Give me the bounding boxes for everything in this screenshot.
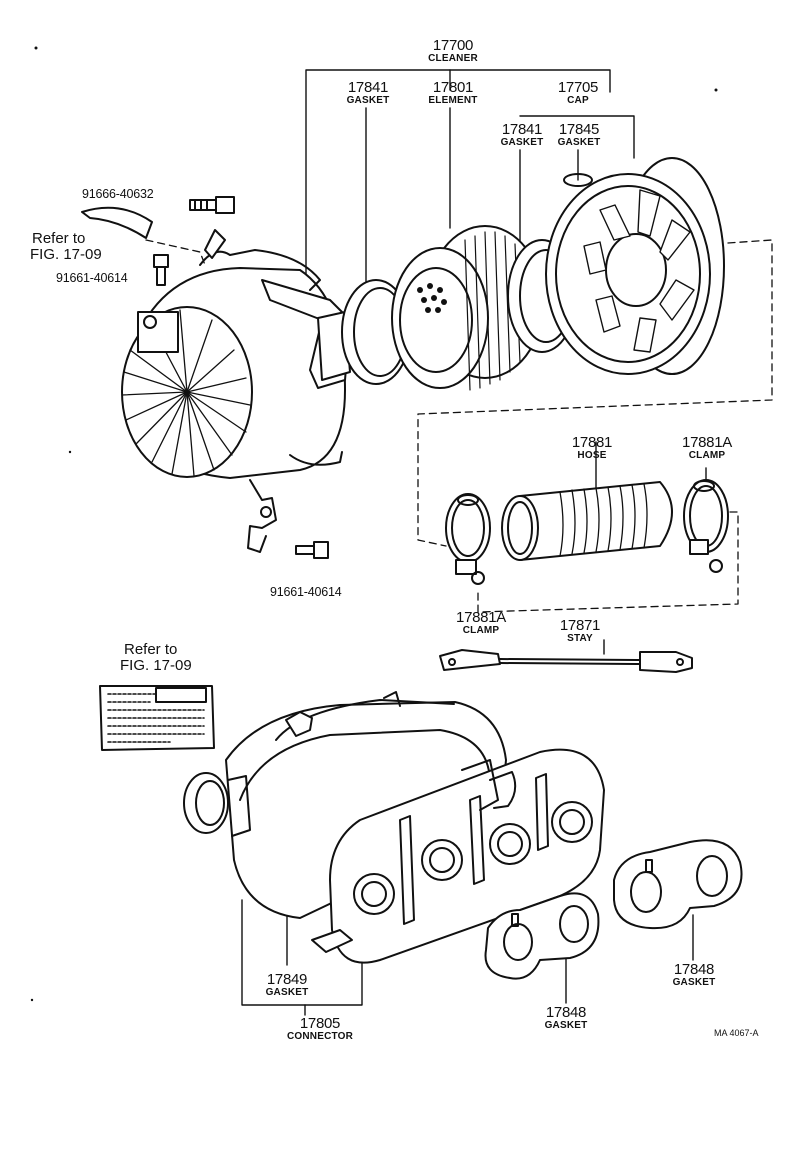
part-name: HOSE [577,450,607,461]
part-number: 17881 [571,434,613,451]
part-number: 17801 [432,79,474,96]
ref-arrow-top [81,206,153,239]
cap-17705 [545,157,725,375]
gasket-17848-right [613,839,743,930]
gasket-17848-middle [484,892,600,980]
label-gasket-17848-middle: 17848 GASKET [536,1005,596,1031]
label-clamp-right: 17881A CLAMP [672,435,742,461]
label-cap: 17705 CAP [548,80,608,106]
bolt-label-lower: 91661-40614 [270,585,342,599]
bolt-91661-40614-left [153,254,169,286]
refer-to-top: Refer to FIG. 17-09 [30,231,102,263]
part-name: GASKET [500,137,544,148]
part-number: 17841 [501,121,543,138]
part-name: STAY [567,633,593,644]
part-number: 17849 [266,971,308,988]
part-number: 17848 [673,961,715,978]
label-clamp-left: 17881A CLAMP [446,610,516,636]
bolt-91666-40632 [189,196,235,214]
bolt-91661-40614-lower [295,541,329,559]
specks [30,46,718,1002]
label-gasket-17845: 17845 GASKET [550,122,608,148]
refer-to-line2: FIG. 17-09 [120,656,192,674]
part-name: GASKET [672,977,716,988]
clamp-17881A-right [683,479,729,573]
part-number: 17881A [682,434,732,451]
label-element: 17801 ELEMENT [420,80,486,106]
hose-17881 [501,481,673,561]
label-connector: 17805 CONNECTOR [272,1016,368,1042]
label-gasket-17849: 17849 GASKET [257,972,317,998]
label-gasket-17841-top: 17841 GASKET [338,80,398,106]
stay-17871 [439,649,693,673]
clamp-17881A-left [445,493,491,585]
part-name: GASKET [346,95,390,106]
connector-17805 [183,691,605,964]
refer-to-line1: Refer to [124,641,178,658]
part-number: 17845 [558,121,600,138]
label-gasket-17848-right: 17848 GASKET [664,962,724,988]
part-number: 17700 [432,37,474,54]
part-name: GASKET [544,1020,588,1031]
part-name: ELEMENT [428,95,478,106]
label-stay: 17871 STAY [552,618,608,644]
cleaner-housing [121,229,351,553]
label-gasket-17841-second: 17841 GASKET [494,122,550,148]
figure-code: MA 4067-A [714,1028,759,1038]
part-number: 17705 [557,79,599,96]
part-number: 17871 [559,617,601,634]
part-name: CONNECTOR [286,1031,354,1042]
refer-to-middle: Refer to FIG. 17-09 [120,642,192,674]
part-number: 17848 [545,1004,587,1021]
part-name: CAP [567,95,589,106]
label-cleaner: 17700 CLEANER [423,38,483,64]
part-number: 17841 [347,79,389,96]
part-name: GASKET [265,987,309,998]
part-number: 17805 [299,1015,341,1032]
bolt-label-top: 91666-40632 [82,187,154,201]
leader-lines [241,69,707,1016]
label-plate [99,685,215,751]
label-hose: 17881 HOSE [564,435,620,461]
part-name: GASKET [557,137,601,148]
refer-to-line1: Refer to [32,230,86,247]
part-number: 17881A [456,609,506,626]
part-name: CLAMP [688,450,726,461]
refer-to-line2: FIG. 17-09 [30,245,102,263]
part-name: CLEANER [428,53,478,64]
part-name: CLAMP [462,625,500,636]
bolt-label-left: 91661-40614 [56,271,128,285]
